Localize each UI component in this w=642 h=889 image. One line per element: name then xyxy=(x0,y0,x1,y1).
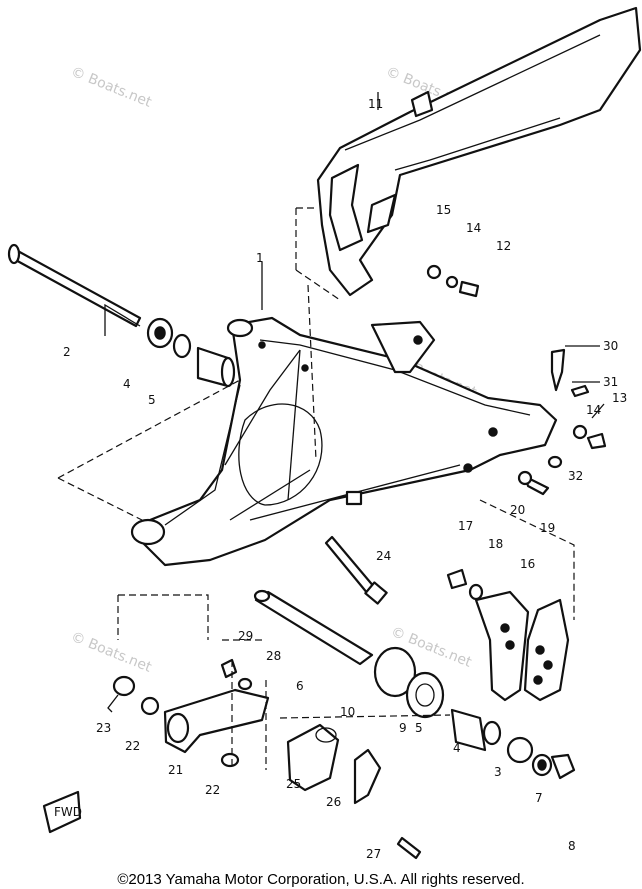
callout-labels: 1 2 3 4 4 5 5 6 7 8 9 10 11 12 13 14 14 … xyxy=(63,97,627,861)
front-badge-label: FWD xyxy=(54,805,82,819)
callout-25: 25 xyxy=(286,777,301,791)
callout-4: 4 xyxy=(123,377,131,391)
copyright-notice: ©2013 Yamaha Motor Corporation, U.S.A. A… xyxy=(117,871,525,888)
callout-15: 15 xyxy=(436,203,451,217)
callout-23: 23 xyxy=(96,721,111,735)
callout-7: 7 xyxy=(535,791,543,805)
watermark: © Boats.net xyxy=(69,64,155,111)
callout-9: 9 xyxy=(399,721,407,735)
callout-24: 24 xyxy=(376,549,391,563)
chain-adjuster xyxy=(446,470,570,702)
callout-1: 1 xyxy=(256,251,264,265)
callout-27: 27 xyxy=(366,847,381,861)
callout-5: 5 xyxy=(415,721,423,735)
callout-22: 22 xyxy=(205,783,220,797)
callout-5: 5 xyxy=(148,393,156,407)
callout-22: 22 xyxy=(125,739,140,753)
callout-12: 12 xyxy=(496,239,511,253)
callout-4: 4 xyxy=(453,741,461,755)
callout-31: 31 xyxy=(603,375,618,389)
callout-16: 16 xyxy=(520,557,535,571)
callout-18: 18 xyxy=(488,537,503,551)
callout-11: 11 xyxy=(368,97,383,111)
brake-parts xyxy=(107,658,422,860)
callout-17: 17 xyxy=(458,519,473,533)
callout-26: 26 xyxy=(326,795,341,809)
callout-32: 32 xyxy=(568,469,583,483)
fasteners xyxy=(426,264,607,469)
callout-20: 20 xyxy=(510,503,525,517)
callout-29: 29 xyxy=(238,629,253,643)
front-direction-arrow: FWD xyxy=(42,790,82,834)
leader-lines xyxy=(57,92,605,770)
callout-21: 21 xyxy=(168,763,183,777)
callout-6: 6 xyxy=(296,679,304,693)
callout-13: 13 xyxy=(612,391,627,405)
callout-28: 28 xyxy=(266,649,281,663)
callout-14: 14 xyxy=(466,221,481,235)
rear-frame xyxy=(130,316,558,567)
callout-3: 3 xyxy=(494,765,502,779)
callout-19: 19 xyxy=(540,521,555,535)
callout-10: 10 xyxy=(340,705,355,719)
callout-2: 2 xyxy=(63,345,71,359)
rear-axle-assembly xyxy=(253,589,576,780)
callout-30: 30 xyxy=(603,339,618,353)
chain-guard xyxy=(316,6,642,297)
pivot-bolt xyxy=(324,535,388,605)
watermark: © Boats.net xyxy=(69,629,155,676)
callout-14: 14 xyxy=(586,403,601,417)
callout-8: 8 xyxy=(568,839,576,853)
